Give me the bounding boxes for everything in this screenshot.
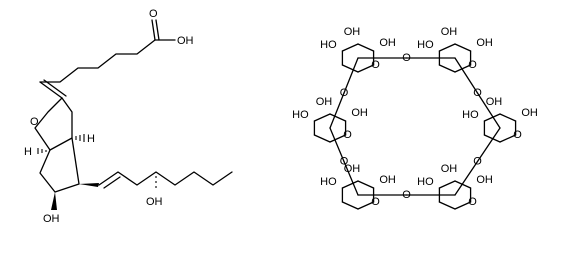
glucose-ring-bond [341,201,359,210]
glucose-ring-bond [454,43,472,52]
exo-double-bond-a [39,81,63,99]
ho-label: HO [292,109,309,121]
oh-label: OH [441,163,458,175]
cyclopentane-ring-bonds [39,137,80,193]
glycosidic-bond [329,92,345,129]
oh-label: OH [344,26,361,38]
glucose-ring-bond [357,201,375,210]
glycosidic-bond [476,127,501,163]
oh-label: OH [476,174,493,186]
ring-o-label: O [513,129,522,141]
carbonyl-bond-1 [151,19,156,41]
glucose-ring-bond [438,201,456,210]
ho-label: HO [417,176,434,188]
oh-label: OH [379,37,396,49]
glucose-ring-bond [329,113,347,122]
exo-double-bond-b [43,79,67,97]
ring-o-label: O [30,116,39,128]
glucose-ring-bond [313,113,331,122]
glucose-ring-bond [341,43,359,52]
carbonyl-o-label: O [149,8,158,20]
glycosidic-o-label: O [473,155,482,167]
glucose-ring-bond [438,43,456,52]
oh-label: OH [379,174,396,186]
h-left-label: H [24,146,32,158]
chain-double-bond [103,176,121,189]
prostacyclin-structure: O OH O H H OH OH [24,8,233,225]
stereo-hash-h-left [37,148,47,154]
ring-o-label: O [343,129,352,141]
stereo-hash-h-top [75,134,85,142]
oh-label: OH [351,107,368,119]
oh-label: OH [441,26,458,38]
ho-label: HO [462,109,479,121]
glucose-ring-bond [341,180,359,189]
ring-o-label: O [371,196,380,208]
glucose-ring-bond [499,134,517,143]
ho-label: HO [320,39,337,51]
glucose-ring-bond [329,134,347,143]
glucose-ring-bond [438,64,456,73]
glycosidic-o-label: O [402,52,411,64]
ring-o-label: O [468,59,477,71]
h-top-label: H [87,133,95,145]
glucose-ring-bond [454,201,472,210]
glycosidic-bond [343,57,359,94]
oh-label: OH [486,96,503,108]
oh-label: OH [521,107,538,119]
glucose-ring-bond [341,64,359,73]
glycosidic-bond [476,92,501,129]
oh-label: OH [476,37,493,49]
ho-label: HO [320,176,337,188]
glycosidic-bond [329,127,345,163]
stereo-wedge-chain [79,183,99,187]
oh-ring-label: OH [43,213,60,225]
glycosidic-bond [454,160,479,196]
oh-label: OH [316,96,333,108]
glucose-ring-bond [438,180,456,189]
glucose-ring-bond [483,113,501,122]
glucose-ring-bond [499,113,517,122]
glucose-ring-bond [357,180,375,189]
glucose-ring-bond [357,43,375,52]
glycosidic-o-label: O [402,189,411,201]
acid-chain-bonds [39,39,156,83]
ring-o-label: O [468,196,477,208]
glucose-ring-bond [454,64,472,73]
glycosidic-bond [343,160,359,196]
glycosidic-o-label: O [473,87,482,99]
furan-ring-bonds [34,97,73,151]
glucose-ring-bond [357,64,375,73]
glycosidic-o-label: O [340,155,349,167]
stereo-wedge-oh [51,192,57,210]
glycosidic-bond [454,57,479,94]
side-chain-bonds [98,171,233,186]
oh-chain-label: OH [146,196,163,208]
glucose-ring-bond [313,134,331,143]
ring-o-label: O [371,59,380,71]
ho-label: HO [417,39,434,51]
carbonyl-bond-2 [155,19,160,41]
acid-oh-label: OH [177,35,194,47]
glycosidic-o-label: O [340,87,349,99]
cyclodextrin-structure: OHOOHOHOHOOHOHOHOOHOHOHOOHOHOHOOHOHOHOOH… [292,26,538,210]
